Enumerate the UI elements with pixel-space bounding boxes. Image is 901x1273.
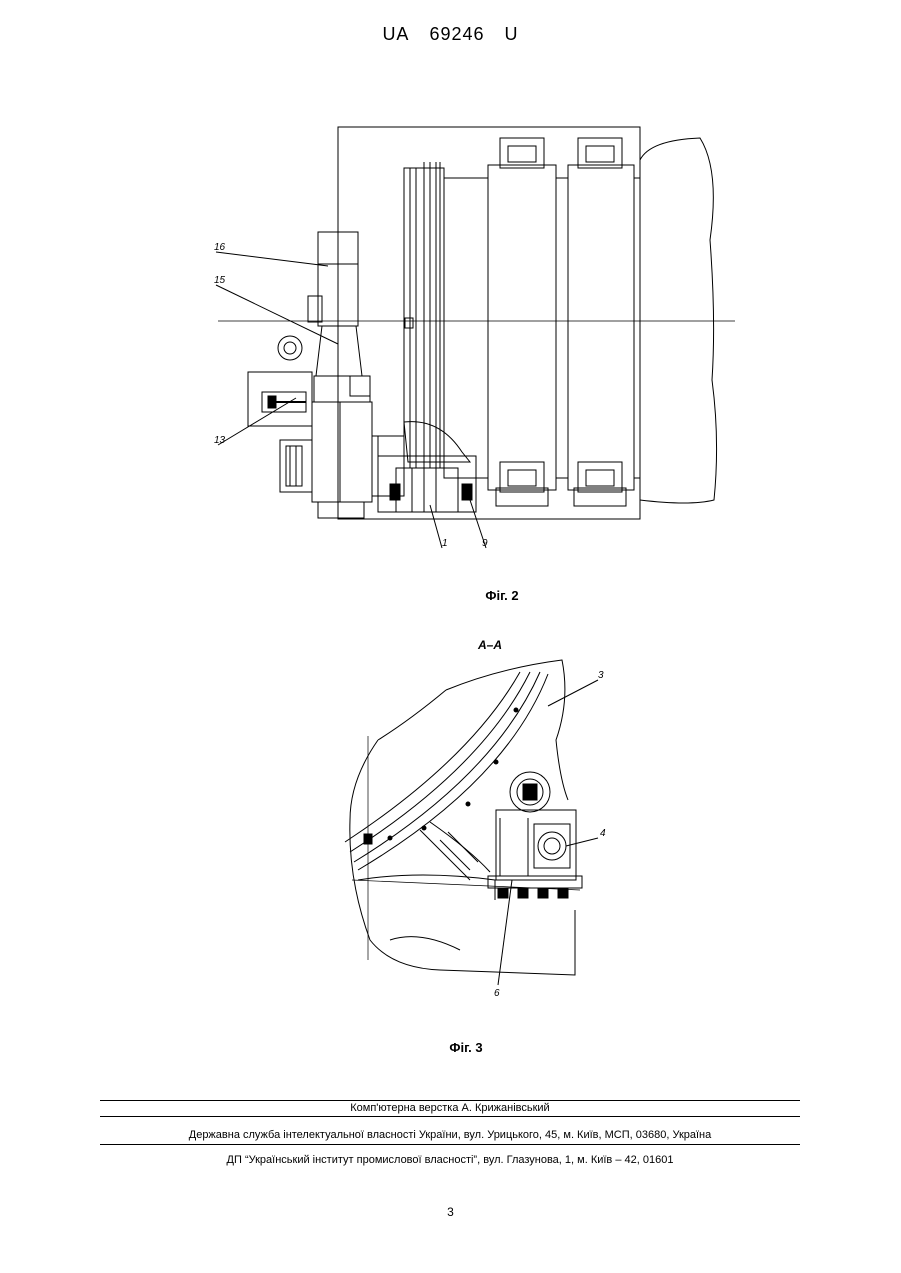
footer-rule-bottom bbox=[100, 1144, 800, 1145]
label-15: 15 bbox=[214, 275, 226, 286]
patent-number: 69246 bbox=[429, 24, 484, 44]
label-3: 3 bbox=[598, 670, 604, 681]
footer-rule-middle bbox=[100, 1116, 800, 1117]
label-16: 16 bbox=[214, 242, 226, 253]
figure-2-drawing: 16 15 13 1 9 bbox=[200, 110, 760, 550]
label-4: 4 bbox=[600, 828, 606, 839]
patent-country: UA bbox=[382, 24, 409, 44]
label-6: 6 bbox=[494, 988, 500, 999]
figure-2-caption: Фіг. 2 bbox=[450, 588, 554, 603]
footer-service-address: Державна служба інтелектуальної власност… bbox=[100, 1129, 800, 1141]
label-1: 1 bbox=[442, 538, 448, 549]
patent-header: UA 69246 U bbox=[0, 24, 901, 45]
footer-institute-address: ДП “Український інститут промислової вла… bbox=[100, 1154, 800, 1166]
footer-layout-credit: Комп'ютерна верстка А. Крижанівський bbox=[100, 1102, 800, 1114]
patent-kind: U bbox=[505, 24, 519, 44]
page-number: 3 bbox=[0, 1205, 901, 1219]
label-9: 9 bbox=[482, 538, 488, 549]
footer-rule-top bbox=[100, 1100, 800, 1101]
figure-3-caption: Фіг. 3 bbox=[414, 1040, 518, 1055]
figure-3-drawing: 3 4 6 bbox=[330, 650, 630, 1000]
label-13: 13 bbox=[214, 435, 226, 446]
